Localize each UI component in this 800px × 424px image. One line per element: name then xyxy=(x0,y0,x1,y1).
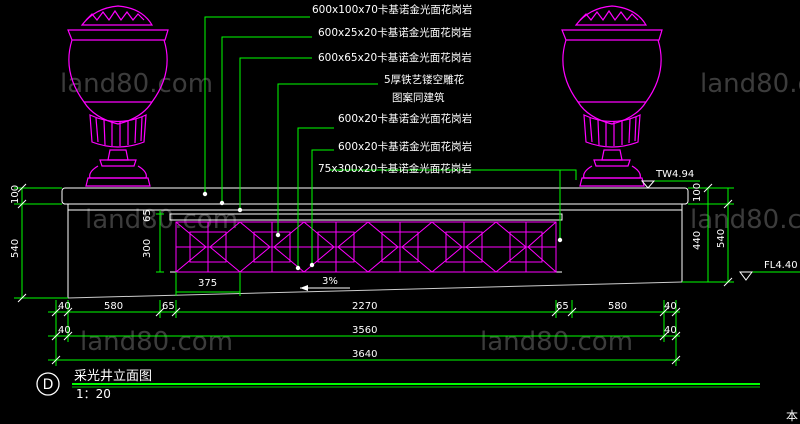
level-marks: TW4.94 FL4.40 xyxy=(640,169,800,281)
dim-b1-580b: 580 xyxy=(608,301,627,312)
dim-offset-375: 375 xyxy=(198,278,217,289)
dim-left-100: 100 xyxy=(10,185,21,204)
dim-left-540: 540 xyxy=(10,239,21,258)
offset-dimension xyxy=(175,272,241,296)
wall-body xyxy=(61,187,689,299)
level-top-label: TW4.94 xyxy=(655,169,694,180)
dim-b2-3560: 3560 xyxy=(352,325,377,336)
watermark: land80.com xyxy=(700,69,800,99)
note-iron-panel: 5厚铁艺镂空雕花 xyxy=(384,73,465,86)
leader-lines xyxy=(204,16,577,268)
dim-b1-65a: 65 xyxy=(162,301,175,312)
drawing-scale: 1：20 xyxy=(76,387,111,401)
leader-dots xyxy=(202,191,563,271)
note-granite-20b: 600x20卡基诺金光面花岗岩 xyxy=(338,140,472,153)
watermark-group: land80.com land80.com land80.com land80.… xyxy=(60,69,800,357)
material-notes: 600x100x70卡基诺金光面花岗岩 600x25x20卡基诺金光面花岗岩 6… xyxy=(312,3,472,175)
level-floor-label: FL4.40 xyxy=(764,260,798,271)
drawing-title: 采光井立面图 xyxy=(74,369,152,384)
left-urn xyxy=(67,5,169,187)
bottom-dimension-ticks xyxy=(51,307,681,365)
dim-b1-40a: 40 xyxy=(58,301,71,312)
slope-indicator: 3% xyxy=(300,276,350,291)
dim-inner-65: 65 xyxy=(142,209,153,222)
watermark: land80.com xyxy=(690,205,800,235)
watermark: land80.com xyxy=(80,327,233,357)
inner-dimensions xyxy=(156,210,164,273)
dim-b1-65b: 65 xyxy=(556,301,569,312)
left-dimensions xyxy=(14,183,68,303)
dim-b1-40b: 40 xyxy=(664,301,677,312)
note-granite-25: 600x25x20卡基诺金光面花岗岩 xyxy=(318,26,472,39)
dim-b1-580a: 580 xyxy=(104,301,123,312)
right-dimensions xyxy=(682,183,734,287)
corner-text: 本 xyxy=(786,409,798,423)
watermark: land80.com xyxy=(480,327,633,357)
dim-inner-300: 300 xyxy=(142,239,153,258)
note-coping: 600x100x70卡基诺金光面花岗岩 xyxy=(312,3,472,16)
title-block: D 采光井立面图 1：20 xyxy=(36,369,760,401)
note-granite-base: 75x300x20卡基诺金光面花岗岩 xyxy=(318,162,472,175)
note-iron-pattern: 图案同建筑 xyxy=(392,91,445,104)
slope-label: 3% xyxy=(322,276,338,287)
dim-right-100: 100 xyxy=(692,183,703,202)
watermark: land80.com xyxy=(60,69,213,99)
note-granite-20a: 600x20卡基诺金光面花岗岩 xyxy=(338,112,472,125)
detail-letter: D xyxy=(43,377,54,393)
dim-b2-40a: 40 xyxy=(58,325,71,336)
right-urn xyxy=(561,5,663,187)
dim-b2-40b: 40 xyxy=(664,325,677,336)
lattice-modules xyxy=(175,221,557,273)
dim-b3-3640: 3640 xyxy=(352,349,377,360)
dim-b1-2270: 2270 xyxy=(352,301,377,312)
dim-right-440: 440 xyxy=(692,231,703,250)
note-granite-65: 600x65x20卡基诺金光面花岗岩 xyxy=(318,51,472,64)
iron-lattice-panel xyxy=(175,221,557,273)
bottom-dimension-lines xyxy=(48,300,680,366)
dim-right-540: 540 xyxy=(716,229,727,248)
